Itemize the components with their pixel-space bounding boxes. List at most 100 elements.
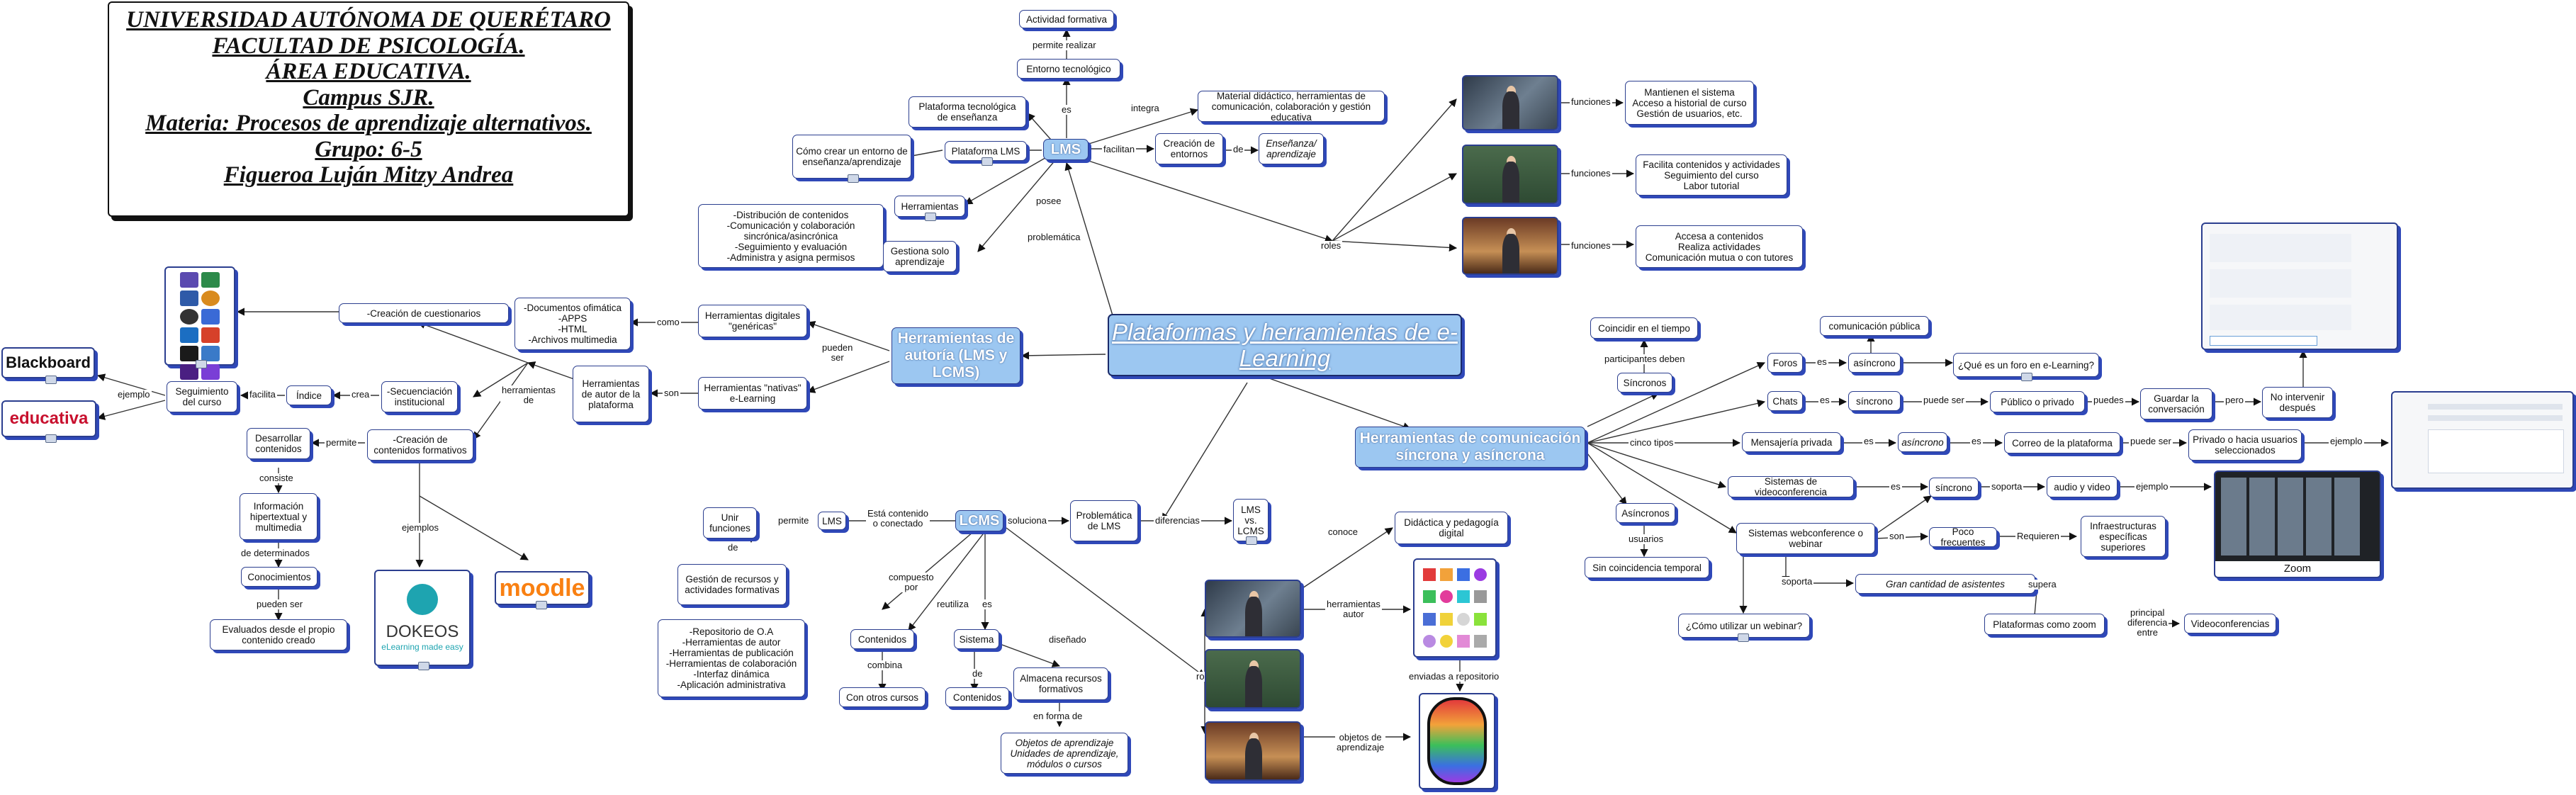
node-join-functions[interactable]: Unir funciones <box>703 507 757 539</box>
node-learning-objects[interactable]: Objetos de aprendizaje Unidades de apren… <box>1001 733 1128 774</box>
node-knowledge[interactable]: Conocimientos <box>241 567 317 587</box>
node-sync-chats[interactable]: síncrono <box>1848 391 1901 411</box>
node-lms[interactable]: LMS <box>1043 139 1089 160</box>
node-develop-content[interactable]: Desarrollar contenidos <box>247 428 310 459</box>
node-admin-functions[interactable]: Mantienen el sistema Acceso a historial … <box>1625 81 1754 125</box>
label-funciones-1: funciones <box>1570 96 1612 107</box>
node-manages-learning[interactable]: Gestiona solo aprendizaje <box>883 241 957 272</box>
link-icon[interactable] <box>45 376 57 384</box>
node-save-conversation[interactable]: Guardar la conversación <box>2140 388 2212 419</box>
label-puede-ser-mensajeria: puede ser <box>2129 436 2173 446</box>
node-teaching-platform[interactable]: Plataforma tecnológica de enseñanza <box>909 96 1026 128</box>
topic-communication-tools[interactable]: Herramientas de comunicación síncrona y … <box>1355 427 1585 468</box>
node-forums[interactable]: Foros <box>1767 353 1803 373</box>
link-icon[interactable] <box>536 601 547 609</box>
node-quiz-creation[interactable]: -Creación de cuestionarios <box>339 303 509 323</box>
node-environment-creation[interactable]: Creación de entornos <box>1155 133 1223 164</box>
node-infrastructure[interactable]: Infraestructuras específicas superiores <box>2081 516 2166 557</box>
label-en-forma-de: en forma de <box>1032 711 1084 721</box>
link-icon[interactable] <box>848 174 859 183</box>
node-other-courses[interactable]: Con otros cursos <box>839 687 926 707</box>
shape-icon <box>1457 612 1470 626</box>
link-icon[interactable] <box>196 360 207 368</box>
node-digital-tools[interactable]: Herramientas digitales "genéricas" <box>698 305 807 337</box>
node-course-tracking[interactable]: Seguimiento del curso <box>167 381 237 412</box>
node-teacher-functions[interactable]: Facilita contenidos y actividades Seguim… <box>1636 154 1787 196</box>
link-icon[interactable] <box>418 662 429 670</box>
node-platform-mail[interactable]: Correo de la plataforma <box>2004 432 2120 453</box>
link-icon[interactable] <box>45 434 57 443</box>
node-contents-2[interactable]: Contenidos <box>945 687 1009 707</box>
node-asynchronous[interactable]: Asíncronos <box>1616 503 1675 523</box>
node-digital-pedagogy[interactable]: Didáctica y pedagogía digital <box>1395 512 1508 544</box>
node-student-functions[interactable]: Accesa a contenidos Realiza actividades … <box>1636 225 1803 268</box>
label-ejemplo-lms: ejemplo <box>116 389 152 400</box>
node-resource-management[interactable]: Gestión de recursos y actividades format… <box>677 564 787 605</box>
node-lms-problem[interactable]: Problemática de LMS <box>1070 500 1138 541</box>
node-platform-authoring-tools[interactable]: Herramientas de autor de la plataforma <box>573 366 649 422</box>
node-many-attendees[interactable]: Gran cantidad de asistentes <box>1855 574 2035 594</box>
lcms-admin-image <box>1205 580 1301 638</box>
node-public-communication[interactable]: comunicación pública <box>1820 316 1929 336</box>
label-como: como <box>656 317 681 327</box>
node-teaching-learning[interactable]: Enseñanza/ aprendizaje <box>1259 133 1324 164</box>
node-formative-activity[interactable]: Actividad formativa <box>1019 10 1114 28</box>
node-lms-platform[interactable]: Plataforma LMS <box>945 141 1027 161</box>
node-no-intervene[interactable]: No intervenir después <box>2262 387 2333 418</box>
node-videoconferences[interactable]: Videoconferencias <box>2184 614 2276 633</box>
node-sync-video[interactable]: síncrono <box>1929 478 1979 497</box>
node-contents[interactable]: Contenidos <box>850 629 914 649</box>
node-lcms-components[interactable]: -Repositorio de O.A -Herramientas de aut… <box>658 619 805 697</box>
node-videoconference-systems[interactable]: Sistemas de videoconferencia <box>1728 476 1854 497</box>
node-lcms[interactable]: LCMS <box>955 510 1003 531</box>
label-usuarios: usuarios <box>1627 534 1665 544</box>
node-private-messaging[interactable]: Mensajería privada <box>1742 432 1841 452</box>
node-system[interactable]: Sistema <box>954 629 999 649</box>
node-chats[interactable]: Chats <box>1767 391 1803 411</box>
teacher-role-image <box>1462 145 1558 204</box>
main-topic[interactable]: Plataformas y herramientas de e-Learning <box>1108 314 1462 376</box>
shape-icon <box>1440 612 1453 626</box>
node-async-forums[interactable]: asíncrono <box>1848 353 1901 373</box>
label-integra: integra <box>1130 103 1161 113</box>
app-icon <box>180 364 198 380</box>
label-participantes: participantes deben <box>1603 354 1687 364</box>
topic-authoring-tools[interactable]: Herramientas de autoría (LMS y LCMS) <box>892 327 1020 384</box>
node-institutional-sequencing[interactable]: -Secuenciación institucional <box>381 381 458 412</box>
shape-icon <box>1457 568 1470 581</box>
link-icon[interactable] <box>1738 633 1749 642</box>
link-icon[interactable] <box>925 213 936 221</box>
label-es-lcms: es <box>981 599 994 609</box>
node-stores-resources[interactable]: Almacena recursos formativos <box>1013 667 1108 700</box>
node-tech-environment[interactable]: Entorno tecnológico <box>1017 59 1120 79</box>
title-line-author: Figueroa Luján Mitzy Andrea <box>223 162 514 188</box>
link-icon[interactable] <box>1246 536 1257 545</box>
node-evaluated[interactable]: Evaluados desde el propio contenido crea… <box>210 619 347 650</box>
node-audio-video[interactable]: audio y video <box>2047 476 2117 497</box>
node-hypertext-info[interactable]: Información hipertextual y multimedia <box>240 493 317 540</box>
link-icon[interactable] <box>982 157 993 166</box>
node-infrequent[interactable]: Poco frecuentes <box>1929 526 1997 548</box>
person-body <box>1245 596 1263 636</box>
link-icon[interactable] <box>2021 373 2032 381</box>
apps-logo-grid <box>164 266 235 380</box>
node-formative-content-creation[interactable]: -Creación de contenidos formativos <box>367 429 473 461</box>
node-office-docs[interactable]: -Documentos ofimática -APPS -HTML -Archi… <box>514 298 631 350</box>
node-coincide-time[interactable]: Coincidir en el tiempo <box>1590 317 1698 339</box>
node-no-time-coincidence[interactable]: Sin coincidencia temporal <box>1585 557 1709 578</box>
node-webinar-systems[interactable]: Sistemas webconference o webinar <box>1736 523 1875 554</box>
node-didactic-material[interactable]: Material didáctico, herramientas de comu… <box>1198 91 1385 123</box>
node-async-messaging[interactable]: asíncrono <box>1898 432 1947 452</box>
label-cinco-tipos: cinco tipos <box>1629 437 1675 448</box>
node-lms-small[interactable]: LMS <box>818 512 846 530</box>
node-public-private[interactable]: Público o privado <box>1990 391 2085 412</box>
node-create-environment[interactable]: Cómo crear un entorno de enseñanza/apren… <box>792 135 911 179</box>
node-lms-vs-lcms[interactable]: LMS vs. LCMS <box>1233 499 1269 541</box>
node-index[interactable]: Índice <box>286 385 332 405</box>
node-synchronous[interactable]: Síncronos <box>1617 373 1672 393</box>
node-private-selected[interactable]: Privado o hacia usuarios seleccionados <box>2188 429 2302 461</box>
node-native-tools[interactable]: Herramientas "nativas" e-Learning <box>698 377 807 410</box>
label-de-lms: de <box>1232 144 1245 154</box>
node-zoom-platforms[interactable]: Plataformas como zoom <box>1984 614 2105 635</box>
node-tool-functions[interactable]: -Distribución de contenidos -Comunicació… <box>698 204 884 268</box>
